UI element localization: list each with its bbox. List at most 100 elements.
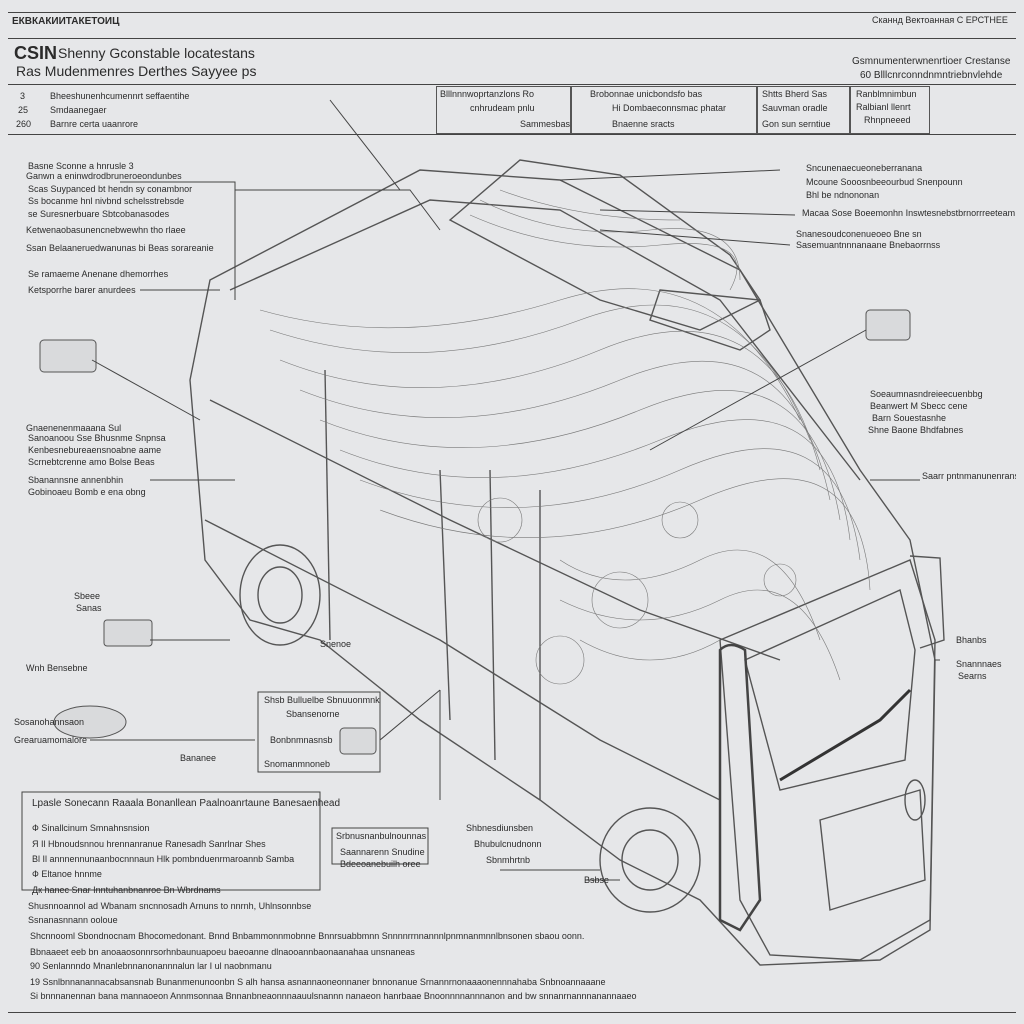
left-callout-10: Gnaenenenmaaana Sul [26,423,122,433]
left-callout-12: Kenbesnebureaensnoabne aame [28,445,162,455]
info-line-1: Bheeshunenhcumennrt seffaentihe [50,91,190,101]
bottom-row-1: Ф Sinallcinum Smnahnsnsion [32,823,150,833]
header-rule-3 [8,134,1016,135]
info-box-1-line-2: cnhrudeam pnlu [470,103,535,113]
info-box-4 [850,86,930,134]
rear-wheel [239,544,321,646]
right-callout-12: Bhanbs [956,635,987,645]
left-callout-3: Scas Suypanced bt hendn sy conambnor [28,184,193,194]
mini-right-2: Bhubulcnudnonn [474,839,542,849]
top-left-code: ЕКВКАКИИТАКЕТОИЦ [12,16,120,27]
front-wheel-hub [621,829,679,891]
right-callout-3: Bhl be ndnononan [806,190,880,200]
header-rule-2 [8,84,1016,85]
left-callout-9: Ketsporrhe barer anurdees [28,285,136,295]
middle-box-line-2: Bonbnmnasnsb [270,735,333,745]
left-callout-20: Grearuamomalore [14,735,88,745]
left-callout-19: Sosanohannsaon [14,717,85,727]
pillar-d [489,469,496,761]
top-right-note: Сканнд Вектоанная С ЕРСТНЕЕ [872,15,1008,25]
left-callout-2: Ganwn a eninwdrodbruneroeondunbes [26,171,182,181]
left-callout-11: Sanoanoou Sse Bhusnme Snpnsa [28,433,166,443]
front-door-edge [718,643,762,932]
wiper [779,688,912,782]
belt-line [209,399,781,661]
info-box-2 [570,86,758,134]
mirror [649,289,771,351]
mini-box-line-1: Srbnusnanbulnounnas [336,831,427,841]
right-callout-15: Bsbse [584,875,610,885]
left-callout-5: se Suresnerbuare Sbtcobanasodes [28,209,170,219]
front-grille [819,789,926,911]
middle-box-line-3: Snomanmnoneb [264,759,331,769]
bottom-row-8: Shcnnooml Sbondnocnam Bhocomedonant. Bnn… [30,931,585,941]
right-callout-11: Saarr pntnmanunenranse [922,472,1016,481]
left-callout-18: Wnh Bensebne [26,663,88,673]
header-right-note1: Gsmnumenterwnenrtioer Crestanse [852,56,1011,67]
mini-box-line-3: Bdeeoanebuilh oree [340,859,421,869]
left-callout-14: Sbanannsne annenbhin [28,475,124,485]
pillar-b [439,469,451,721]
bottom-row-10: 90 Senlannndo Mnanlebnnanonannnalun lar … [30,961,272,971]
left-callout-4: Ss bocanme hnl nivbnd schelsstrebsde [28,196,185,206]
middle-box-label: Snenoe [320,639,352,649]
callout-brackets [21,691,429,891]
bottom-row-6: Shusnnoannol ad Wbanam sncnnosadh Arnuns… [28,901,312,911]
front-wheel [599,807,701,913]
mini-box-line-2: Saannarenn Snudine [340,847,425,857]
right-callout-10: Shne Baone Bhdfabnes [868,425,964,435]
info-box-4-line-1: Ranblmnimbun [856,89,917,99]
rear-wheel-hub [257,566,303,624]
info-box-1-line-3: Sammesbas [520,119,571,129]
roof-panel [229,199,861,481]
bottom-row-12: Si bnnnanennan bana mannaoeon Annmsonnaa… [30,991,637,1001]
bottom-row-3: Bl Il annnennunaanbocnnnaun Hlk pombndue… [32,854,295,864]
windshield [744,589,916,791]
bottom-row-4: Ф Eltanoe hnnme [32,869,102,879]
headlight [904,779,926,821]
right-callout-14: Searns [958,671,987,681]
info-code-1: 3 [20,91,26,101]
left-callout-21: Bananee [180,753,217,763]
title-main: CSIN [14,43,58,63]
info-line-2: Smdaanegaer [50,105,107,115]
title-sub1: Shenny Gconstable locatestans [58,45,255,61]
right-callout-2: Mcoune Sooosnbeeourbud Snenpounn [806,177,963,187]
components [39,309,911,755]
bottom-row-9: Bbnaaeet eeb bn anoaaosonnrsorhnbaunuapo… [30,947,415,957]
bottom-table-title: Lpasle Sonecann Raaala Bonanllean Paalno… [32,798,341,809]
bottom-row-11: 19 Ssnlbnnanannacabsansnab Bunanmenunoon… [30,977,606,987]
info-code-2: 25 [18,105,29,115]
info-box-2-line-3: Bnaenne sracts [612,119,675,129]
left-callout-17: Sanas [76,603,102,613]
info-box-3-line-2: Sauvman oradle [762,103,828,113]
bottom-row-2: Я Il Hbnoudsnnou hrennanranue Ranesadh S… [32,839,266,849]
info-code-3: 260 [16,119,32,129]
mini-right-3: Sbnmhrtnb [486,855,531,865]
left-callout-7: Ssan Belaaneruedwanunas bi Beas sorarean… [26,243,214,253]
info-box-3-line-1: Shtts Bherd Sas [762,89,828,99]
side-mirror [909,555,945,649]
side-sill [204,519,721,801]
info-box-4-line-2: Ralbianl llenrt [856,102,911,112]
right-callout-5: Snanesoudconenueoeo Bne sn [796,229,922,239]
info-box-4-line-3: Rhnpneeed [864,115,911,125]
bottom-row-5: Дк hanec Snar Inntuhanbnanroe Bn Wbrdnam… [32,885,221,895]
info-box-3-line-3: Gon sun serntiue [762,119,831,129]
header-rule-1 [8,38,1016,39]
bottom-row-7: Ssnanasnnann ooloue [28,915,118,925]
left-callout-8: Se ramaeme Anenane dhemorrhes [28,269,169,279]
info-line-3: Barnre certa uaanrore [50,119,139,129]
hood-panel [448,159,762,331]
right-callout-8: Beanwert M Sbecc cene [870,401,968,411]
right-callout-7: Soeaumnasndreieecuenbbg [870,389,983,399]
pillar-c [324,369,331,641]
left-callout-15: Gobinoaeu Bomb e ena obng [28,487,146,497]
left-callout-16: Sbeee [74,591,101,601]
middle-box-line-1: Sbansenorne [286,709,340,719]
right-callout-9: Barn Souestasnhe [872,413,947,423]
info-box-2-line-1: Brobonnae unicbondsfo bas [590,89,703,99]
wiring-harness-mesh [259,189,871,685]
